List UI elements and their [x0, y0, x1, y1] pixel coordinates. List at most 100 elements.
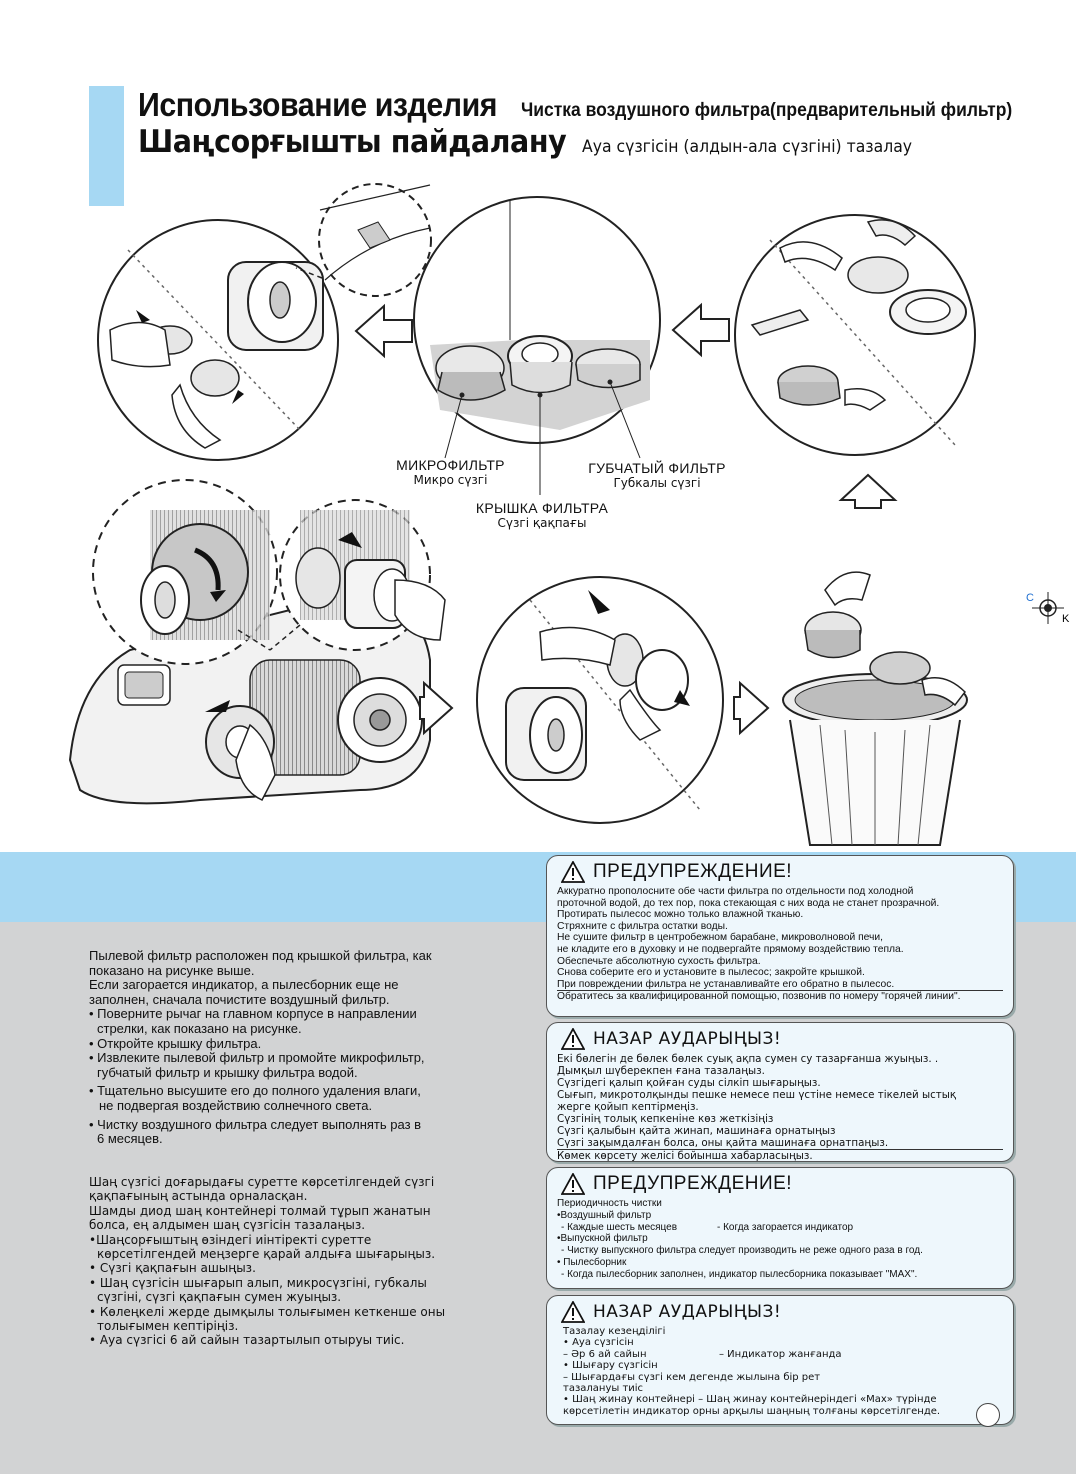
warning-line: көрсетілетін индикатор орны арқылы шаңны… [563, 1405, 941, 1417]
label-filter-cover-kz: Сүзгі қақпағы [497, 516, 587, 530]
instruction-line: • Поверните рычаг на главном корпусе в н… [89, 1006, 417, 1022]
registration-c-label: C [1026, 592, 1034, 604]
warning-box-header: НАЗАР АУДАРЫҢЫЗ! [547, 1023, 1013, 1051]
warning-line: Сығып, микротолқынды пешке немесе пеш үс… [557, 1089, 957, 1101]
page-number-circle [976, 1403, 1000, 1427]
warning-line: • Ауа сүзгісін [563, 1337, 634, 1349]
warning-box-header: ПРЕДУПРЕЖДЕНИЕ! [547, 1168, 1013, 1196]
warning-triangle-icon [561, 861, 585, 883]
instruction-line: • Шаң сүзгісін шығарып алып, микросүзгін… [89, 1275, 427, 1290]
warning-line: - Каждые шесть месяцев - Когда загораетс… [557, 1222, 1003, 1234]
page-title-ru: Использование изделия [138, 86, 498, 123]
instructions-ru: Пылевой фильтр расположен под крышкой фи… [89, 948, 432, 1147]
page-subtitle-ru: Чистка воздушного фильтра(предварительны… [520, 100, 1012, 121]
warning-line: Обратитесь за квалифицированной помощью,… [557, 991, 961, 1003]
instruction-line: показано на рисунке выше. [89, 962, 255, 978]
warning-line: Аккуратно прополосните обе части фильтра… [557, 886, 914, 897]
instruction-line: Если загорается индикатор, а пылесборник… [89, 977, 399, 993]
instruction-line: • Тщательно высушите его до полного удал… [89, 1083, 421, 1099]
label-filter-cover: КРЫШКА ФИЛЬТРА Сүзгі қақпағы [458, 500, 626, 530]
label-microfilter-kz: Микро сүзгі [413, 473, 488, 487]
interval-text: - Каждые шесть месяцев [561, 1221, 678, 1233]
instruction-line: • Сүзгі қақпағын ашыңыз. [89, 1261, 256, 1276]
arrow-left-icon [671, 302, 730, 358]
warning-line: - Когда пылесборник заполнен, индикатор … [561, 1268, 918, 1280]
step-remove-filter-illustration [97, 183, 432, 461]
warning-box-title: ПРЕДУПРЕЖДЕНИЕ! [593, 1173, 793, 1194]
warning-line: •Выпускной фильтр [557, 1233, 648, 1245]
instruction-line: •Шаңсорғыштың өзіндегі иінтіректі суретт… [89, 1232, 372, 1247]
warning-line: •Воздушный фильтр [557, 1209, 652, 1221]
warning-box-body: Тазалау кезеңділігі • Ауа сүзгісін – Әр … [547, 1324, 1013, 1417]
warning-box-header: НАЗАР АУДАРЫҢЫЗ! [547, 1296, 1013, 1324]
instruction-line: болса, ең алдымен шаң сүзгісін тазалаңыз… [89, 1218, 366, 1233]
instruction-line: стрелки, как показано на рисунке. [97, 1020, 302, 1036]
title-ru-line: Использование изделия Чистка воздушного … [138, 86, 1055, 124]
arrow-up-icon [838, 473, 898, 509]
arrow-left-icon [354, 303, 413, 359]
warning-line: Протирать пылесос можно только влажной т… [557, 909, 804, 921]
warning-box-body: Периодичность чистки •Воздушный фильтр -… [547, 1196, 1013, 1281]
registration-mark-icon [1032, 592, 1064, 624]
instruction-line: • Извлеките пылевой фильтр и промойте ми… [89, 1050, 425, 1066]
warning-box-title: НАЗАР АУДАРЫҢЫЗ! [593, 1029, 782, 1049]
interval-text: - Когда загорается индикатор [717, 1221, 854, 1233]
registration-k-label: K [1062, 613, 1070, 625]
warning-line: тазалануы тиіс [563, 1383, 644, 1395]
instruction-line: сүзгіні, сүзгі қақпағын сумен жуыңыз. [97, 1290, 342, 1305]
warning-line: Снова соберите его и установите в пылесо… [557, 967, 865, 979]
warning-line: не кладите его в духовку и не подвергайт… [557, 943, 904, 955]
instruction-line: қақпағының астында орналасқан. [89, 1189, 308, 1204]
warning-line: Көмек көрсету желісі бойынша хабарласыңы… [557, 1150, 813, 1162]
arrow-right-icon [733, 680, 770, 736]
trash-can-illustration [782, 571, 968, 846]
instruction-line: • Көлеңкелі жерде дымқылы толығымен кетк… [89, 1304, 446, 1319]
label-sponge-filter-kz: Губкалы сүзгі [613, 476, 701, 490]
label-filter-cover-ru: КРЫШКА ФИЛЬТРА [475, 500, 609, 516]
label-sponge-filter-ru: ГУБЧАТЫЙ ФИЛЬТР [588, 460, 726, 476]
warning-line: Дымқыл шүберекпен ғана тазалаңыз. [557, 1065, 765, 1077]
warning-line: • Шығару сүзгісін [563, 1360, 658, 1372]
instruction-line: 6 месяцев. [97, 1131, 163, 1147]
warning-triangle-icon [561, 1301, 585, 1323]
label-microfilter: МИКРОФИЛЬТР Микро сүзгі [383, 457, 518, 487]
interval-text: – Индикатор жанғанда [719, 1348, 842, 1360]
warning-line: - Чистку выпускного фильтра следует прои… [561, 1245, 923, 1257]
warning-box-kz-1: НАЗАР АУДАРЫҢЫЗ! Екі бөлегін де бөлек бө… [546, 1022, 1014, 1162]
step-wash-filter-illustration [734, 214, 976, 456]
warning-box-body: Екі бөлегін де бөлек бөлек суық ақпа сум… [547, 1051, 1013, 1162]
warning-box-ru-1: ПРЕДУПРЕЖДЕНИЕ! Аккуратно прополосните о… [546, 855, 1014, 1017]
title-kz-line: Шаңсорғышты пайдалану Ауа сүзгісін (алды… [138, 124, 941, 160]
warning-line: При повреждении фильтра не устанавливайт… [557, 979, 1003, 992]
warning-line: Сүзгі қалыбын қайта жинап, машинаға орна… [557, 1125, 836, 1137]
interval-text: – Әр 6 ай сайын [563, 1348, 647, 1360]
warning-line: жерге қойып кептірмеңіз. [557, 1101, 699, 1113]
page-title-kz: Шаңсорғышты пайдалану [138, 124, 567, 160]
instruction-line: губчатый фильтр и крышку фильтра водой. [97, 1064, 358, 1080]
instruction-line: • Чистку воздушного фильтра следует выпо… [89, 1116, 422, 1132]
label-microfilter-ru: МИКРОФИЛЬТР [396, 457, 505, 473]
warning-line: Екі бөлегін де бөлек бөлек суық ақпа сум… [557, 1053, 939, 1065]
illustration-layer [68, 183, 1064, 846]
step-separate-filter-illustration [476, 576, 724, 824]
warning-triangle-icon [561, 1028, 585, 1050]
instructions-kz: Шаң сүзгісі доғарыдағы суретте көрсетілг… [89, 1175, 445, 1348]
instruction-line: не подвергая воздействию солнечного свет… [99, 1097, 373, 1113]
instruction-line: толығымен кептіріңіз. [97, 1319, 239, 1334]
instruction-line: • Откройте крышку фильтра. [89, 1035, 262, 1051]
warning-line: • Шаң жинау контейнері – Шаң жинау конте… [563, 1394, 937, 1406]
instruction-line: • Ауа сүзгісі 6 ай сайын тазартылып отыр… [89, 1333, 405, 1348]
warning-line: Сүзгінің толық кепкеніне көз жеткізіңіз [557, 1113, 774, 1125]
instruction-line: Шамды диод шаң контейнері толмай тұрып ж… [89, 1203, 431, 1218]
warning-line: • Пылесборник [557, 1256, 627, 1268]
page-subtitle-kz: Ауа сүзгісін (алдын-ала сүзгіні) тазалау [581, 137, 912, 157]
instruction-line: көрсетілгендей меңзерге қарай алдыға шығ… [97, 1247, 436, 1262]
warning-line: – Шығардағы сүзгі кем дегенде жылына бір… [563, 1371, 821, 1383]
filter-parts-illustration [413, 196, 661, 495]
instruction-line: Пылевой фильтр расположен под крышкой фи… [89, 948, 432, 963]
warning-line: Обеспечьте абсолютную сухость фильтра. [557, 955, 761, 967]
label-sponge-filter: ГУБЧАТЫЙ ФИЛЬТР Губкалы сүзгі [572, 460, 742, 490]
vacuum-cleaner-illustration [68, 479, 446, 805]
warning-box-title: ПРЕДУПРЕЖДЕНИЕ! [593, 861, 793, 882]
instruction-line: Шаң сүзгісі доғарыдағы суретте көрсетілг… [89, 1175, 435, 1189]
